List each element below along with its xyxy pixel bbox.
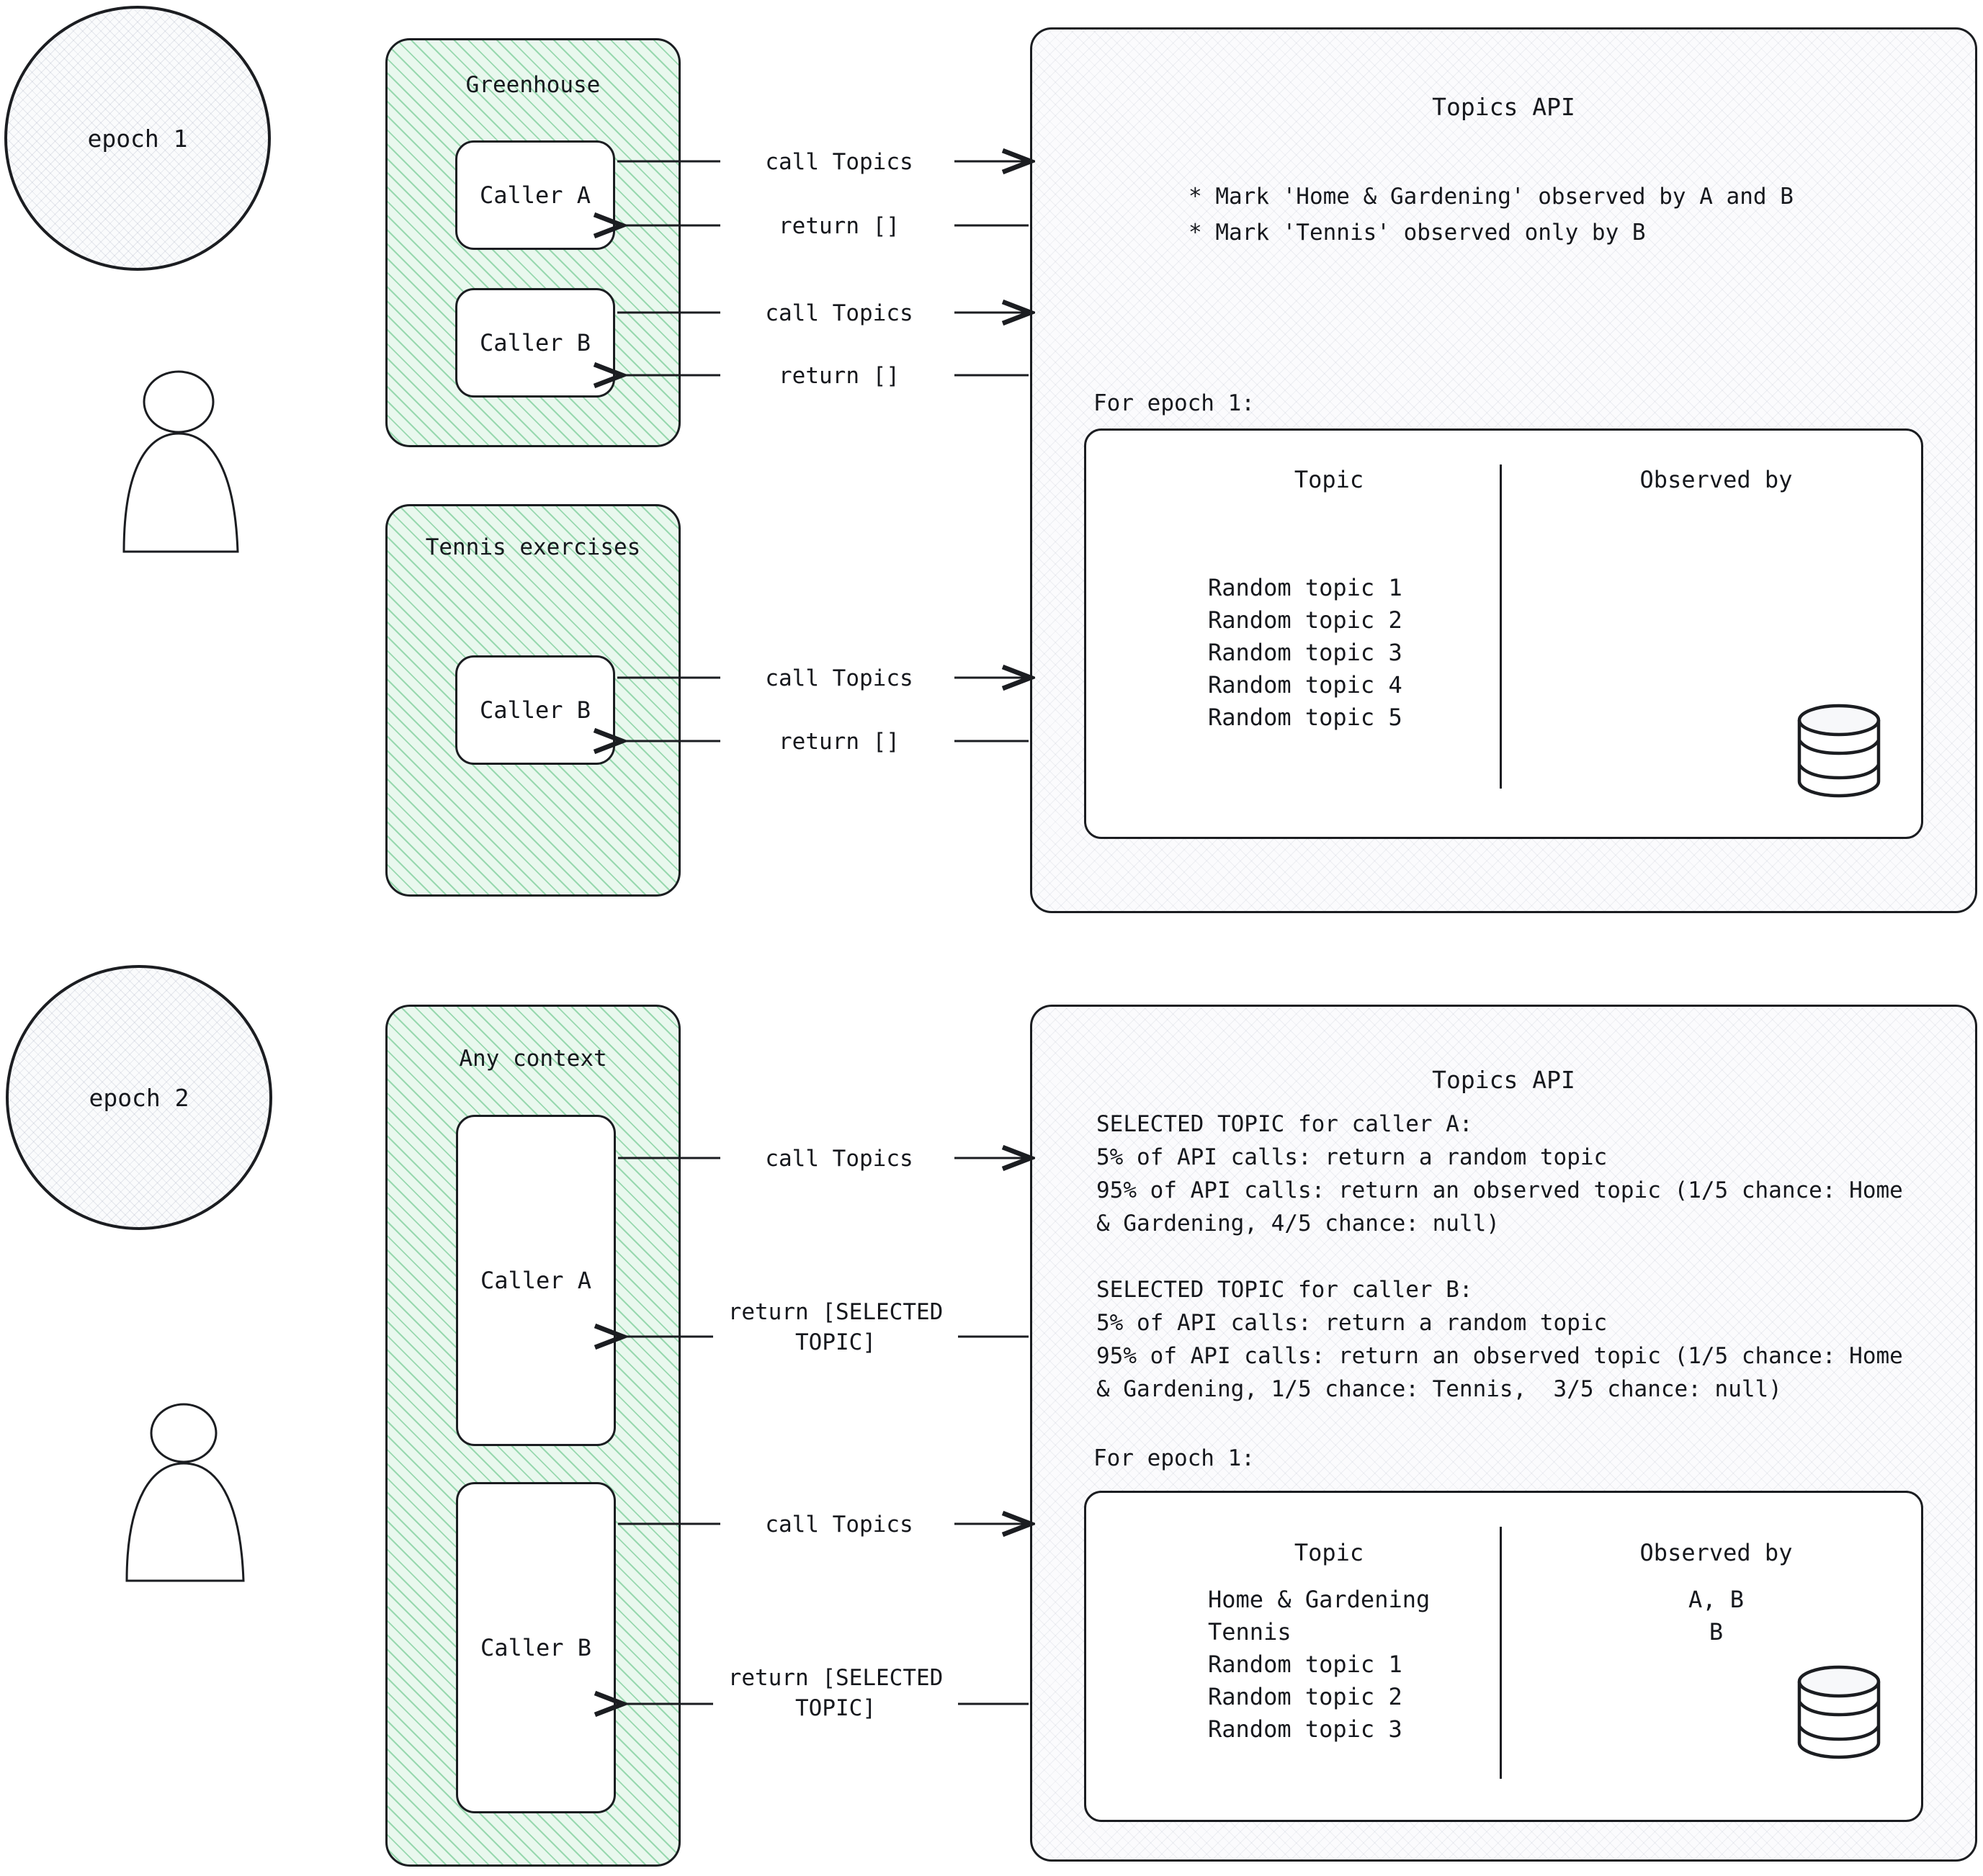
caller-label: Caller B — [479, 696, 591, 724]
arrow-label-return: return [] — [720, 214, 958, 239]
topics-table-row-observed-by: B — [1709, 1618, 1724, 1646]
person-icon — [122, 370, 239, 553]
topics-api-title-epoch-1: Topics API — [1432, 93, 1575, 121]
topics-table-row-topic: Random topic 2 — [1208, 1683, 1402, 1710]
arrow-label-call-topics: call Topics — [720, 666, 958, 691]
topics-table-epoch-2 — [1084, 1491, 1923, 1822]
topics-api-table-caption-epoch-1: For epoch 1: — [1093, 390, 1255, 416]
arrow-label-return: return [] — [720, 364, 958, 389]
caller-label: Caller A — [479, 181, 591, 209]
topics-table-row-topic: Random topic 4 — [1208, 671, 1402, 699]
arrow-label-call-topics: call Topics — [720, 1512, 958, 1538]
topics-table-divider — [1500, 1527, 1502, 1779]
caller-box-greenhouse-a[interactable]: Caller A — [455, 140, 615, 250]
arrow-label-call-topics: call Topics — [720, 150, 958, 175]
context-tennis-exercises-title: Tennis exercises — [425, 534, 641, 560]
topics-table-row-topic: Random topic 2 — [1208, 606, 1402, 634]
arrow-label-call-topics: call Topics — [720, 301, 958, 326]
topics-api-paragraph: & Gardening, 4/5 chance: null) — [1096, 1211, 1500, 1237]
arrow-label-call-topics: call Topics — [720, 1146, 958, 1172]
topics-table-header-topic: Topic — [1294, 1539, 1364, 1566]
topics-table-row-topic: Random topic 1 — [1208, 1651, 1402, 1678]
topics-api-bullet: * Mark 'Home & Gardening' observed by A … — [1189, 184, 1794, 210]
caller-box-tennis-b[interactable]: Caller B — [455, 655, 615, 765]
topics-api-paragraph: 95% of API calls: return an observed top… — [1096, 1343, 1903, 1369]
epoch-2-label: epoch 2 — [89, 1083, 189, 1112]
epoch-1-circle: epoch 1 — [4, 6, 271, 271]
person-icon — [125, 1403, 245, 1582]
topics-table-epoch-1 — [1084, 428, 1923, 839]
caller-label: Caller B — [480, 1634, 592, 1661]
caller-box-greenhouse-b[interactable]: Caller B — [455, 288, 615, 398]
topics-api-title-epoch-2: Topics API — [1432, 1066, 1575, 1094]
topics-api-paragraph: 5% of API calls: return a random topic — [1096, 1144, 1608, 1170]
caller-box-any-a[interactable]: Caller A — [456, 1115, 616, 1446]
epoch-1-label: epoch 1 — [87, 124, 188, 153]
topics-table-row-observed-by: A, B — [1688, 1586, 1745, 1613]
topics-api-paragraph: SELECTED TOPIC for caller B: — [1096, 1277, 1473, 1303]
topics-api-paragraph: & Gardening, 1/5 chance: Tennis, 3/5 cha… — [1096, 1376, 1782, 1402]
caller-label: Caller B — [479, 329, 591, 356]
epoch-2-circle: epoch 2 — [6, 965, 272, 1230]
topics-table-row-topic: Random topic 1 — [1208, 574, 1402, 601]
topics-table-header-observed-by: Observed by — [1639, 466, 1793, 493]
topics-table-row-topic: Random topic 5 — [1208, 704, 1402, 731]
topics-api-paragraph: SELECTED TOPIC for caller A: — [1096, 1111, 1473, 1137]
topics-api-table-caption-epoch-2: For epoch 1: — [1093, 1445, 1255, 1471]
caller-box-any-b[interactable]: Caller B — [456, 1482, 616, 1813]
topics-api-paragraph: 95% of API calls: return an observed top… — [1096, 1177, 1903, 1203]
topics-table-row-topic: Home & Gardening — [1208, 1586, 1431, 1613]
arrow-label-return: return [] — [720, 730, 958, 755]
topics-table-row-topic: Tennis — [1208, 1618, 1292, 1646]
context-greenhouse-title: Greenhouse — [465, 72, 601, 98]
topics-table-header-topic: Topic — [1294, 466, 1364, 493]
topics-api-bullet: * Mark 'Tennis' observed only by B — [1189, 220, 1646, 246]
caller-label: Caller A — [480, 1267, 592, 1294]
topics-table-divider — [1500, 464, 1502, 789]
topics-table-header-observed-by: Observed by — [1639, 1539, 1793, 1566]
arrow-label-return-selected-topic: return [SELECTED TOPIC] — [691, 1296, 980, 1360]
topics-table-row-topic: Random topic 3 — [1208, 1715, 1402, 1743]
arrow-label-return-selected-topic: return [SELECTED TOPIC] — [691, 1662, 980, 1725]
topics-table-row-topic: Random topic 3 — [1208, 639, 1402, 666]
context-any-context-title: Any context — [459, 1046, 607, 1072]
topics-api-paragraph: 5% of API calls: return a random topic — [1096, 1310, 1608, 1336]
